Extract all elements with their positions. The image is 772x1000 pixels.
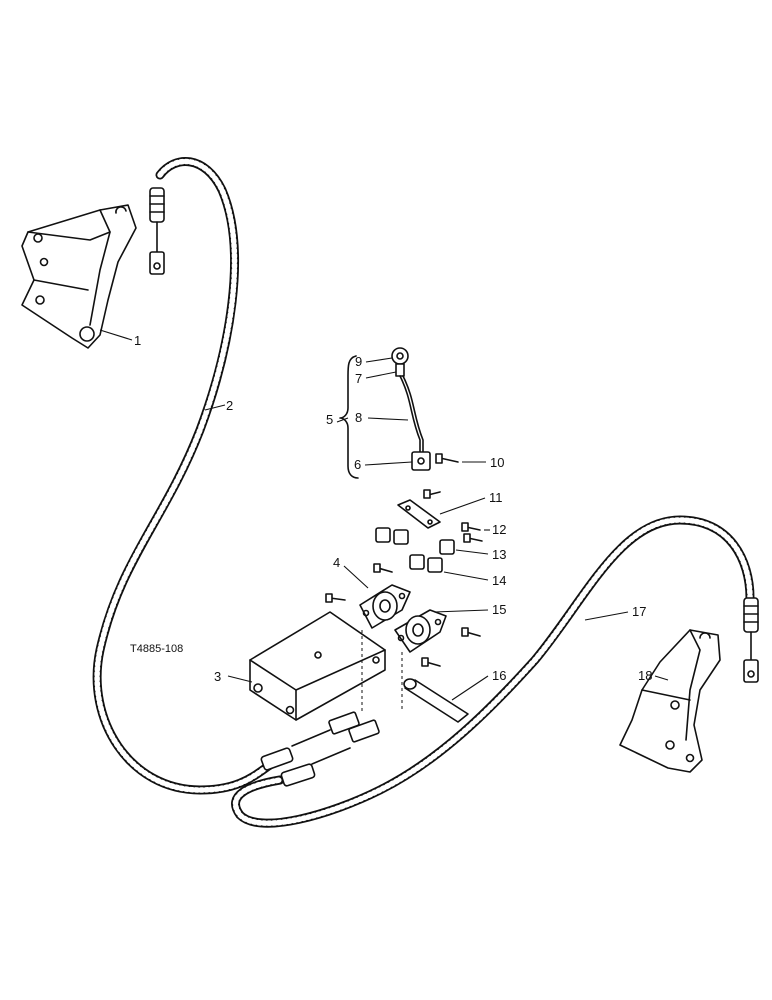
callout-4: 4 [333, 555, 340, 570]
callout-1: 1 [134, 333, 141, 348]
cable-2 [92, 157, 360, 795]
leader-lines [99, 329, 669, 701]
callout-8: 8 [355, 410, 362, 425]
plate-11 [397, 489, 441, 529]
pulley-mount-4 [359, 584, 411, 629]
pin-16 [403, 678, 469, 723]
cable-17 [231, 515, 759, 828]
callout-6: 6 [354, 457, 361, 472]
bolt-group [325, 563, 481, 667]
housing-box [249, 611, 386, 721]
callout-5: 5 [326, 412, 333, 427]
callout-17: 17 [632, 604, 646, 619]
callout-3: 3 [214, 669, 221, 684]
callout-18: 18 [638, 668, 652, 683]
bracket-right [619, 629, 721, 773]
rod-assembly-5 [391, 347, 459, 471]
callout-2: 2 [226, 398, 233, 413]
callout-16: 16 [492, 668, 506, 683]
callout-14: 14 [492, 573, 506, 588]
clamp-group [375, 522, 483, 573]
callout-10: 10 [490, 455, 504, 470]
figure-reference: T4885-108 [130, 643, 183, 655]
callout-15: 15 [492, 602, 506, 617]
pulley-mount-15 [394, 609, 447, 653]
callout-13: 13 [492, 547, 506, 562]
group-bracket-5 [339, 355, 359, 479]
callout-11: 11 [489, 490, 503, 505]
callout-12: 12 [492, 522, 506, 537]
callout-7: 7 [355, 371, 362, 386]
callout-9: 9 [355, 354, 362, 369]
bracket-left [21, 204, 137, 349]
